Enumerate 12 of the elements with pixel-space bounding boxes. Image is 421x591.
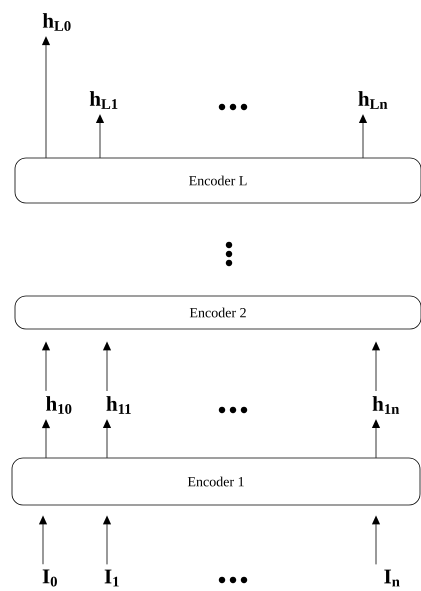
- encoder-box: Encoder 2: [14, 296, 421, 330]
- vector-label: h$_{10}$: [46, 396, 72, 414]
- vector-label: h$_{Ln}$: [358, 91, 388, 109]
- vector-label: I$_{1}$: [104, 570, 119, 586]
- vector-label: h$_{1n}$: [372, 396, 400, 414]
- vector-label: h$_{11}$: [106, 396, 131, 414]
- encoder-box: Encoder 1: [12, 458, 420, 506]
- vector-label: h$_{L1}$: [90, 91, 118, 109]
- encoder-box: Encoder L: [14, 158, 421, 204]
- vector-label: I$_{0}$: [42, 570, 57, 586]
- vector-label: I$_{n}$: [384, 570, 400, 586]
- vector-label: h$_{L0}$: [42, 13, 71, 31]
